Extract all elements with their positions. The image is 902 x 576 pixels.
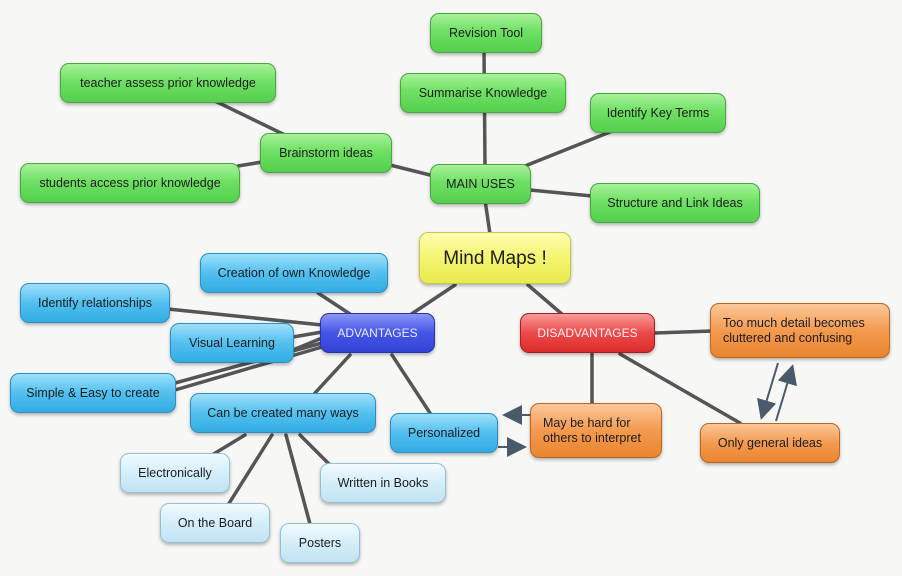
structure-link-ideas-node[interactable]: Structure and Link Ideas bbox=[590, 183, 760, 223]
identify-key-terms-node[interactable]: Identify Key Terms bbox=[590, 93, 726, 133]
link-main-uses-identify-key bbox=[523, 130, 612, 168]
created-many-ways-node[interactable]: Can be created many ways bbox=[190, 393, 376, 433]
posters-node[interactable]: Posters bbox=[280, 523, 360, 563]
too-much-detail-node[interactable]: Too much detail becomes cluttered and co… bbox=[710, 303, 890, 358]
on-the-board-node[interactable]: On the Board bbox=[160, 503, 270, 543]
link-advantages-many-ways bbox=[313, 353, 352, 395]
visual-learning-node[interactable]: Visual Learning bbox=[170, 323, 294, 363]
advantages-node[interactable]: ADVANTAGES bbox=[320, 313, 435, 353]
main-uses-node[interactable]: MAIN USES bbox=[430, 164, 531, 204]
teacher-assess-node[interactable]: teacher assess prior knowledge bbox=[60, 63, 276, 103]
students-access-node[interactable]: students access prior knowledge bbox=[20, 163, 240, 203]
hard-to-interpret-node[interactable]: May be hard for others to interpret bbox=[530, 403, 662, 458]
link-advantages-simple bbox=[173, 341, 324, 385]
link-main-uses-structure bbox=[528, 188, 594, 198]
written-in-books-node[interactable]: Written in Books bbox=[320, 463, 446, 503]
identify-relationships-node[interactable]: Identify relationships bbox=[20, 283, 170, 323]
link-advantages-personalized bbox=[390, 353, 432, 415]
arrow-general-to-too-much bbox=[775, 364, 797, 422]
link-advantages-creation bbox=[316, 291, 352, 316]
link-advantages-visual bbox=[291, 330, 324, 339]
disadvantages-node[interactable]: DISADVANTAGES bbox=[520, 313, 655, 353]
arrow-too-much-to-general bbox=[757, 362, 779, 420]
link-advantages-simple-2 bbox=[173, 345, 324, 392]
creation-own-knowledge-node[interactable]: Creation of own Knowledge bbox=[200, 253, 388, 293]
summarise-knowledge-node[interactable]: Summarise Knowledge bbox=[400, 73, 566, 113]
central-topic-node[interactable]: Mind Maps ! bbox=[419, 232, 571, 284]
only-general-ideas-node[interactable]: Only general ideas bbox=[700, 423, 840, 463]
link-brainstorm-students bbox=[236, 160, 264, 168]
link-ways-posters bbox=[284, 433, 312, 526]
link-brainstorm-teacher bbox=[213, 99, 287, 137]
personalized-node[interactable]: Personalized bbox=[390, 413, 498, 453]
link-disadv-general bbox=[618, 352, 742, 425]
electronically-node[interactable]: Electronically bbox=[120, 453, 230, 493]
link-ways-books bbox=[298, 433, 332, 467]
link-advantages-identify-rel bbox=[166, 307, 324, 327]
link-main-uses-brainstorm bbox=[388, 163, 432, 177]
revision-tool-node[interactable]: Revision Tool bbox=[430, 13, 542, 53]
link-center-main-uses bbox=[483, 198, 492, 236]
link-ways-board bbox=[226, 433, 274, 507]
link-ways-electronically bbox=[210, 433, 247, 457]
brainstorm-ideas-node[interactable]: Brainstorm ideas bbox=[260, 133, 392, 173]
link-disadv-too-much bbox=[653, 329, 714, 335]
link-center-disadvantages bbox=[526, 283, 565, 317]
link-center-advantages bbox=[408, 283, 457, 317]
simple-easy-node[interactable]: Simple & Easy to create bbox=[10, 373, 176, 413]
